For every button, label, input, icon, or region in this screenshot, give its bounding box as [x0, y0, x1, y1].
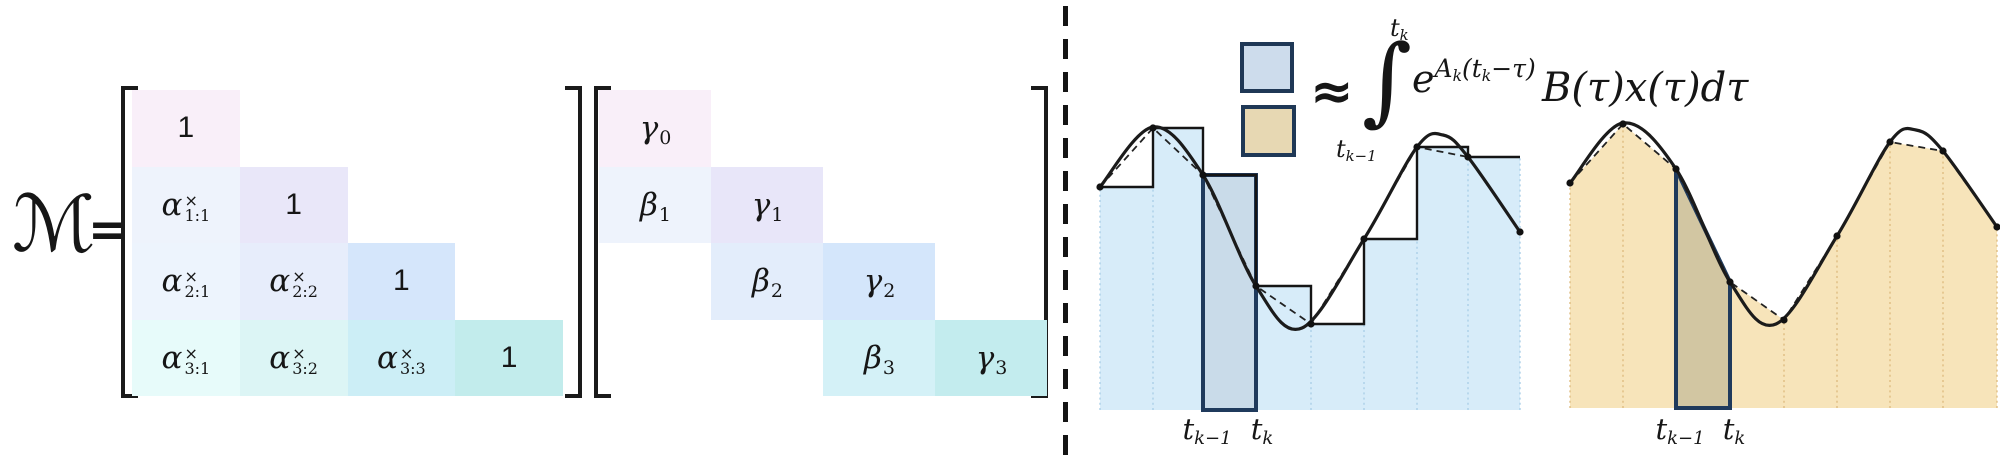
- signal-curve: [1568, 121, 1999, 328]
- matrix1-left-bracket: [121, 86, 138, 398]
- matrix-cell-r2c1: α×2:2: [239, 243, 348, 320]
- matrix1-right-bracket: [565, 86, 582, 398]
- sample-point: [1252, 282, 1260, 290]
- sample-point: [1096, 183, 1104, 191]
- sample-point: [1199, 171, 1207, 179]
- cell-variable: α: [161, 186, 183, 223]
- cell-variable: γ: [975, 339, 995, 376]
- cell-variable: β: [751, 263, 770, 300]
- sample-point: [1307, 320, 1315, 328]
- step-outline: [1100, 126, 1520, 326]
- zoh-step-plot-fill: [1100, 128, 1520, 410]
- script-M-symbol: ℳ: [12, 180, 96, 270]
- matrix2-left-bracket: [594, 86, 611, 398]
- sample-point: [1939, 147, 1947, 155]
- integrand-B-x-dtau: B(τ)x(τ)dτ: [1542, 65, 1749, 111]
- matrix-cell-r3c2: α×3:3: [347, 319, 456, 396]
- matrix-cell-r3c0: α×3:1: [132, 319, 240, 396]
- x-axis-label: tk: [1722, 412, 1746, 450]
- matrix-cell-r2c2: 1: [347, 243, 456, 320]
- integral-upper-limit: tk: [1390, 14, 1409, 45]
- x-axis-label: tk−1: [1182, 412, 1232, 450]
- integral-lower-limit: tk−1: [1336, 135, 1377, 166]
- sample-point: [1149, 124, 1157, 132]
- cell-variable: γ: [751, 186, 771, 223]
- cell-value: 1: [393, 264, 410, 298]
- sample-point: [1672, 165, 1680, 173]
- matrix2-right-bracket: [1031, 86, 1048, 398]
- cell-variable: γ: [639, 110, 659, 147]
- signal-curve: [1098, 125, 1522, 332]
- dashed-divider-line: [1063, 6, 1068, 456]
- matrix-cell-r0c0: 1: [132, 90, 240, 167]
- sample-point: [1833, 232, 1841, 240]
- sample-point: [1993, 223, 2000, 231]
- sample-point: [1780, 316, 1788, 324]
- matrix-cell-r3c1: α×3:2: [239, 319, 348, 396]
- matrix-cell-r1c1: 1: [239, 166, 348, 243]
- legend-tan-swatch: [1241, 105, 1296, 157]
- integrand-exponential: eAk(tk−τ): [1412, 54, 1536, 101]
- integral-sign: ∫: [1362, 24, 1413, 136]
- cell-variable: γ: [863, 263, 883, 300]
- cell-variable: β: [639, 186, 658, 223]
- sample-point: [1886, 138, 1894, 146]
- cell-value: 1: [177, 111, 195, 145]
- matrix-cell-r2c0: α×2:1: [132, 243, 240, 320]
- interp-area-plot: [1566, 120, 2000, 410]
- highlighted-interval: [1201, 173, 1258, 412]
- cell-variable: β: [863, 339, 882, 376]
- sample-point: [1619, 120, 1627, 128]
- cell-variable: α: [269, 263, 291, 300]
- cell-value: 1: [285, 187, 302, 221]
- matrix-cell-r1c0: α×1:1: [132, 166, 240, 243]
- matrix-cell-r3c3: 1: [455, 319, 563, 396]
- sample-point: [1413, 143, 1421, 151]
- cell-variable: α: [269, 339, 291, 376]
- sample-point: [1360, 235, 1368, 243]
- x-axis-label: tk: [1250, 412, 1274, 450]
- cell-value: 1: [500, 340, 518, 374]
- sample-point: [1566, 179, 1574, 187]
- legend-blue-swatch: [1240, 42, 1294, 93]
- approx-symbol: ≈: [1310, 62, 1354, 122]
- sample-point: [1516, 228, 1524, 236]
- cell-variable: α: [161, 263, 183, 300]
- sample-point: [1464, 153, 1472, 161]
- x-axis-label: tk−1: [1655, 412, 1705, 450]
- zoh-step-plot: [1096, 124, 1524, 412]
- cell-variable: α: [161, 339, 183, 376]
- cell-variable: α: [377, 339, 398, 376]
- sample-point: [1726, 278, 1734, 286]
- highlighted-interval: [1674, 168, 1732, 410]
